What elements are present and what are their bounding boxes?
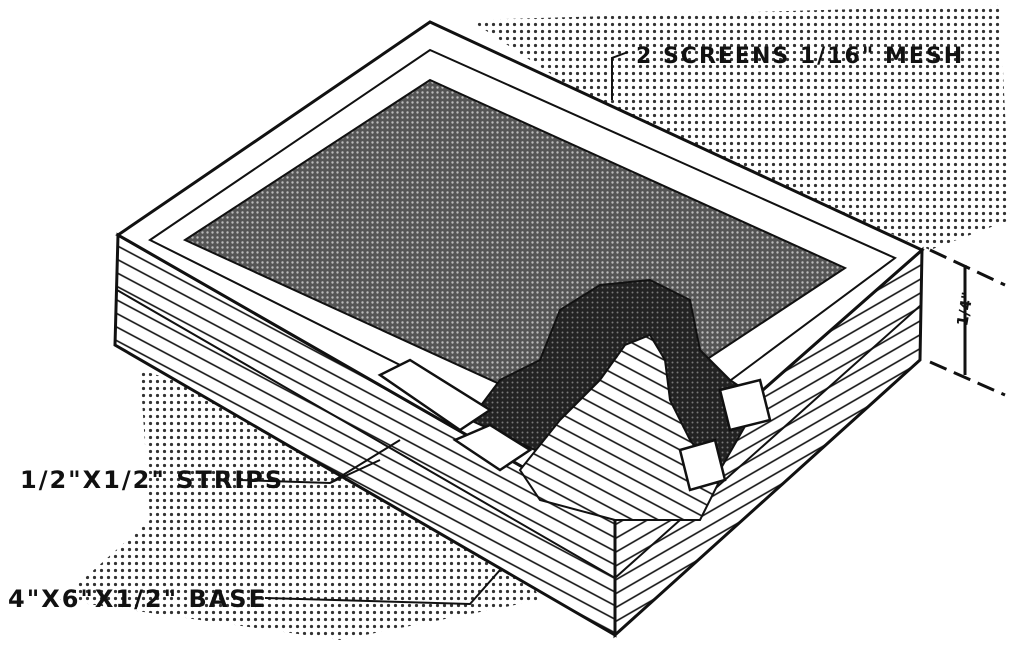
strip-right-lower	[678, 438, 727, 492]
strip-right	[718, 378, 772, 432]
leader-base	[264, 569, 501, 606]
halftone-shading-top	[470, 5, 1010, 250]
strip-front	[452, 423, 533, 472]
leader-screens	[611, 51, 629, 100]
strip-left	[377, 358, 493, 432]
label-strips: 1/2"X1/2" STRIPS	[20, 466, 285, 494]
label-base: 4"X6"X1/2" BASE	[8, 585, 267, 613]
label-screens: 2 SCREENS 1/16" MESH	[636, 44, 965, 69]
halftone-shading-left	[60, 370, 540, 640]
leader-strips	[239, 439, 401, 485]
cutaway-base-wood	[518, 333, 722, 521]
height-dimension	[929, 248, 1006, 397]
